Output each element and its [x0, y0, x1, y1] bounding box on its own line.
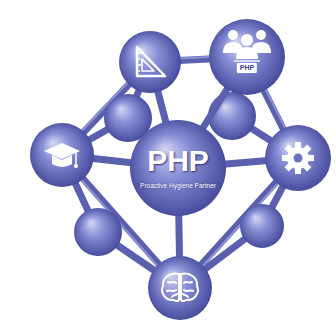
- center-sphere: PHP Proactive Hygiene Partner: [130, 120, 226, 216]
- team-sphere: PHP: [209, 19, 285, 95]
- graduation-cap-sphere: [30, 123, 94, 187]
- back-spheres: [74, 92, 284, 256]
- board-label: PHP: [237, 63, 257, 73]
- brain-sphere: [148, 256, 212, 320]
- main-logo: PHP: [147, 144, 209, 177]
- subtitle: Proactive Hygiene Partner: [140, 182, 216, 189]
- blueprint-sphere: [119, 31, 181, 93]
- sphere-shape: [209, 19, 285, 95]
- gear-sphere: [265, 125, 331, 191]
- connector-rod: [203, 89, 227, 127]
